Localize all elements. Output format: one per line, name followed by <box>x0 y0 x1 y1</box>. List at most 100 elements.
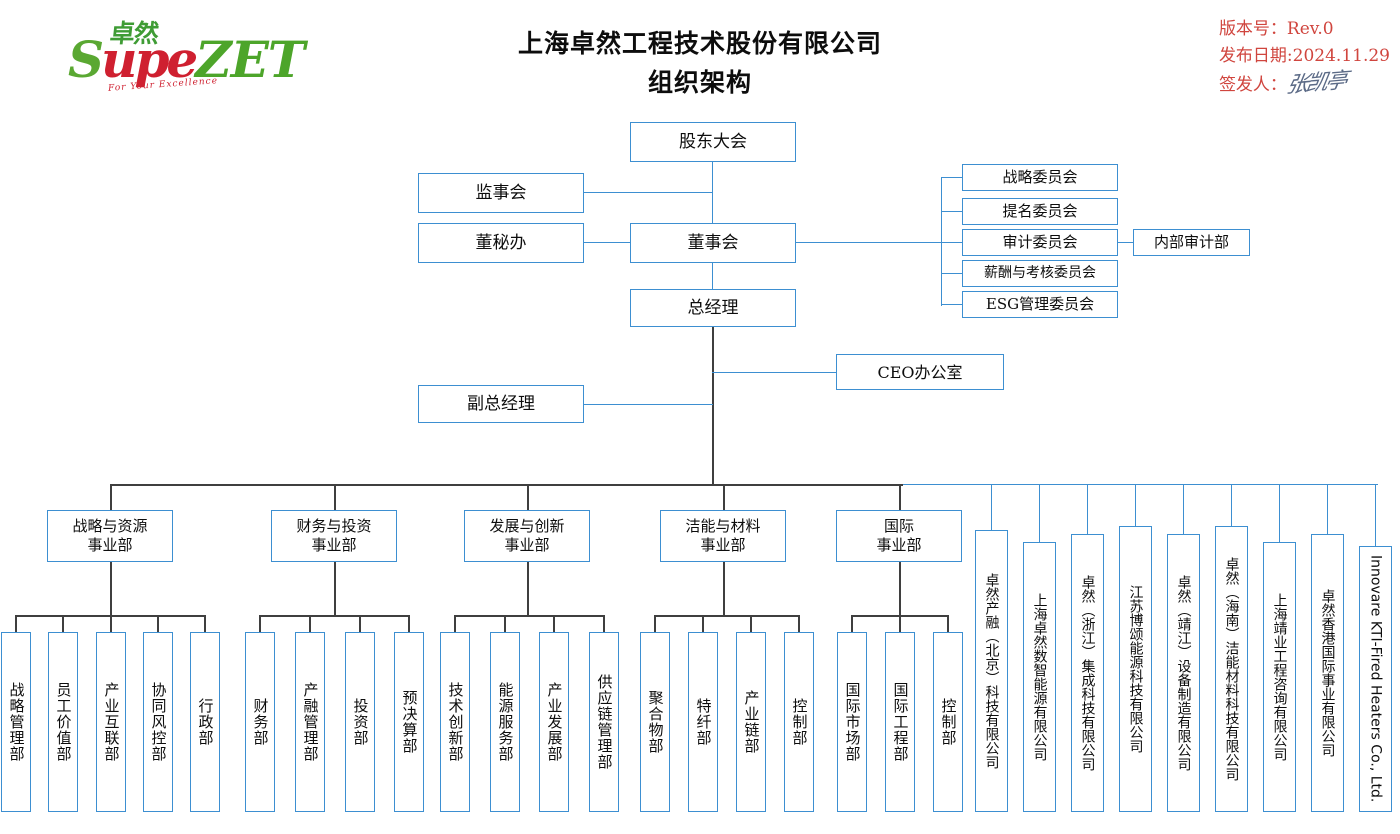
connector-subsidiary-9 <box>1375 484 1377 546</box>
dept-label: 控制部 <box>939 698 958 746</box>
node-general-manager[interactable]: 总经理 <box>630 289 796 327</box>
node-subsidiary-zhuoran-hongkong-international[interactable]: 卓然香港国际事业有限公司 <box>1311 534 1344 812</box>
node-dept-investment[interactable]: 投资部 <box>345 632 375 812</box>
connector-committee-4 <box>941 273 963 275</box>
logo-wordmark: SupeZET <box>68 30 305 89</box>
connector-committee-2 <box>941 211 963 213</box>
connector-d3-dept-1 <box>454 615 456 632</box>
node-dept-technology-innovation[interactable]: 技术创新部 <box>440 632 470 812</box>
dept-label: 协同风控部 <box>149 682 168 762</box>
node-deputy-general-manager[interactable]: 副总经理 <box>418 385 584 423</box>
node-division-clean-energy-materials[interactable]: 洁能与材料 事业部 <box>660 510 786 562</box>
node-dept-finance[interactable]: 财务部 <box>245 632 275 812</box>
node-subsidiary-zhuoran-jingjiang-equipment[interactable]: 卓然（靖江）设备制造有限公司 <box>1167 534 1200 812</box>
release-date-label: 发布日期:2024.11.29 <box>1218 46 1390 66</box>
node-dept-control[interactable]: 控制部 <box>784 632 814 812</box>
node-dept-international-engineering[interactable]: 国际工程部 <box>885 632 915 812</box>
node-board-of-supervisors[interactable]: 监事会 <box>418 173 584 213</box>
dept-label: 产业链部 <box>742 690 761 754</box>
node-dept-international-control[interactable]: 控制部 <box>933 632 963 812</box>
node-dept-budget-final-accounts[interactable]: 预决算部 <box>394 632 424 812</box>
node-division-international[interactable]: 国际 事业部 <box>836 510 962 562</box>
node-board-secretary-office[interactable]: 董秘办 <box>418 223 584 263</box>
connector-d2-dept-1 <box>259 615 261 632</box>
node-division-strategy-resources[interactable]: 战略与资源 事业部 <box>47 510 173 562</box>
logo-upe: upe <box>101 30 198 89</box>
connector-d2-dept-2 <box>309 615 311 632</box>
node-internal-audit-dept[interactable]: 内部审计部 <box>1133 229 1250 256</box>
node-subsidiary-jiangsu-bosong-energy[interactable]: 江苏博颂能源科技有限公司 <box>1119 526 1152 812</box>
connector-d1-dept-1 <box>15 615 17 632</box>
node-subsidiary-zhuoran-chanrong-beijing[interactable]: 卓然产融（北京）科技有限公司 <box>975 530 1008 812</box>
node-division-finance-investment[interactable]: 财务与投资 事业部 <box>271 510 397 562</box>
company-logo: 卓然 SupeZET For Your Excellence <box>66 14 305 98</box>
dept-label: 产业发展部 <box>545 682 564 762</box>
dept-bus-division-2 <box>259 615 409 617</box>
node-subsidiary-innovare-kti[interactable]: Innovare KTI-Fired Heaters Co., Ltd. <box>1359 546 1392 812</box>
connector-deputy-gm <box>584 404 713 406</box>
signer-label: 签发人： <box>1218 75 1287 95</box>
dept-label: 控制部 <box>790 698 809 746</box>
node-dept-employee-value[interactable]: 员工价值部 <box>48 632 78 812</box>
connector-subsidiary-1 <box>991 484 993 530</box>
node-committee-audit[interactable]: 审计委员会 <box>962 229 1118 256</box>
division-5-line1: 国际 <box>883 517 914 535</box>
node-dept-supply-chain-management[interactable]: 供应链管理部 <box>589 632 619 812</box>
node-dept-international-market[interactable]: 国际市场部 <box>837 632 867 812</box>
division-4-line1: 洁能与材料 <box>685 517 761 535</box>
node-subsidiary-zhuoran-zhejiang-integration[interactable]: 卓然（浙江）集成科技有限公司 <box>1071 534 1104 812</box>
node-committee-strategy[interactable]: 战略委员会 <box>962 164 1118 191</box>
signature-mark: 张凯亭 <box>1284 68 1347 99</box>
node-dept-energy-service[interactable]: 能源服务部 <box>490 632 520 812</box>
node-dept-polymer[interactable]: 聚合物部 <box>640 632 670 812</box>
connector-d3-dept-3 <box>553 615 555 632</box>
dept-label: 聚合物部 <box>646 690 665 754</box>
node-subsidiary-shanghai-shuzhi-energy[interactable]: 上海卓然数智能源有限公司 <box>1023 542 1056 812</box>
node-shareholders-meeting[interactable]: 股东大会 <box>630 122 796 162</box>
node-board-of-directors[interactable]: 董事会 <box>630 223 796 263</box>
connector-d1-dept-3 <box>110 615 112 632</box>
node-dept-strategy-management[interactable]: 战略管理部 <box>1 632 31 812</box>
connector-secretary <box>584 242 631 244</box>
connector-division-2-to-bus <box>334 562 336 615</box>
node-dept-collaborative-risk-control[interactable]: 协同风控部 <box>143 632 173 812</box>
node-subsidiary-shanghai-jingye-consulting[interactable]: 上海靖业工程咨询有限公司 <box>1263 542 1296 812</box>
connector-committee-1 <box>941 177 963 179</box>
node-committee-remuneration[interactable]: 薪酬与考核委员会 <box>962 260 1118 287</box>
node-division-development-innovation[interactable]: 发展与创新 事业部 <box>464 510 590 562</box>
dept-label: 国际工程部 <box>891 682 910 762</box>
connector-board-to-committee-bus <box>796 242 942 244</box>
connector-audit-to-internal <box>1118 242 1134 244</box>
dept-label: 员工价值部 <box>54 682 73 762</box>
node-dept-industry-internet[interactable]: 产业互联部 <box>96 632 126 812</box>
node-dept-industry-development[interactable]: 产业发展部 <box>539 632 569 812</box>
node-dept-industry-finance-management[interactable]: 产融管理部 <box>295 632 325 812</box>
connector-d4-dept-2 <box>702 615 704 632</box>
node-subsidiary-zhuoran-hainan-materials[interactable]: 卓然（海南）洁能材料科技有限公司 <box>1215 526 1248 812</box>
dept-label: 产业互联部 <box>102 682 121 762</box>
node-dept-specialty-fiber[interactable]: 特纤部 <box>688 632 718 812</box>
node-dept-administration[interactable]: 行政部 <box>190 632 220 812</box>
node-dept-industry-chain[interactable]: 产业链部 <box>736 632 766 812</box>
node-committee-nomination[interactable]: 提名委员会 <box>962 198 1118 225</box>
connector-division-5-to-bus <box>899 562 901 615</box>
connector-ceo-office <box>712 372 837 374</box>
node-ceo-office[interactable]: CEO办公室 <box>836 354 1004 390</box>
connector-d1-dept-4 <box>157 615 159 632</box>
connector-subsidiary-3 <box>1087 484 1089 534</box>
node-committee-esg[interactable]: ESG管理委员会 <box>962 291 1118 318</box>
connector-board-gm <box>712 263 714 289</box>
main-trunk-vertical <box>712 327 714 484</box>
subsidiary-label: 上海卓然数智能源有限公司 <box>1031 593 1048 761</box>
connector-d4-dept-3 <box>750 615 752 632</box>
connector-subsidiary-2 <box>1039 484 1041 542</box>
dept-bus-division-4 <box>654 615 799 617</box>
connector-division-2-drop <box>334 484 336 510</box>
division-3-line1: 发展与创新 <box>489 517 565 535</box>
subsidiary-label: 江苏博颂能源科技有限公司 <box>1127 585 1144 753</box>
dept-label: 预决算部 <box>400 690 419 754</box>
connector-d5-dept-3 <box>947 615 949 632</box>
connector-division-4-drop <box>723 484 725 510</box>
dept-label: 国际市场部 <box>843 682 862 762</box>
